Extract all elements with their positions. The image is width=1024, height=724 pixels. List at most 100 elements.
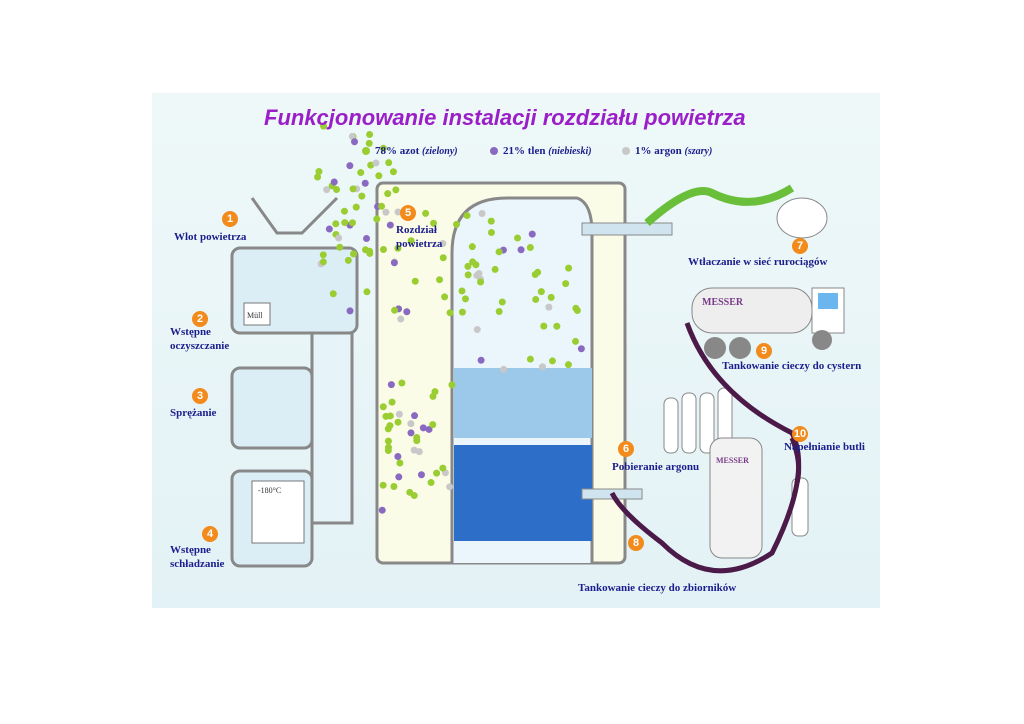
gas-molecule bbox=[320, 122, 328, 130]
gas-molecule bbox=[350, 250, 358, 258]
gas-molecule bbox=[332, 220, 340, 228]
gas-molecule bbox=[398, 379, 406, 387]
gas-molecule bbox=[475, 269, 483, 277]
gas-molecule bbox=[498, 298, 506, 306]
gas-molecule bbox=[477, 356, 485, 364]
gas-molecule bbox=[346, 162, 354, 170]
gas-molecule bbox=[500, 365, 508, 373]
gas-molecule bbox=[319, 258, 327, 266]
truck-brand: MESSER bbox=[702, 297, 744, 308]
gas-molecule bbox=[384, 190, 392, 198]
gas-molecule bbox=[545, 303, 553, 311]
gas-molecule bbox=[436, 276, 444, 284]
step-badge-2: 2 bbox=[192, 311, 208, 327]
tank-brand: MESSER bbox=[716, 456, 749, 465]
gas-molecule bbox=[446, 483, 454, 491]
gas-molecule bbox=[528, 230, 536, 238]
gas-molecule bbox=[348, 132, 356, 140]
gas-molecule bbox=[325, 225, 333, 233]
gas-molecule bbox=[532, 295, 540, 303]
gas-molecule bbox=[526, 243, 534, 251]
gas-molecule bbox=[538, 363, 546, 371]
gas-molecule bbox=[384, 437, 392, 445]
gas-molecule bbox=[366, 130, 374, 138]
gas-molecule bbox=[468, 243, 476, 251]
gas-molecule bbox=[389, 168, 397, 176]
gas-molecule bbox=[439, 240, 447, 248]
step-label-6: Pobieranie argonu bbox=[612, 461, 700, 473]
step-badge-1: 1 bbox=[222, 211, 238, 227]
gas-molecule bbox=[547, 293, 555, 301]
gas-molecule bbox=[514, 234, 522, 242]
gas-molecule bbox=[323, 186, 331, 194]
storage-tank bbox=[709, 437, 763, 559]
gas-molecule bbox=[348, 219, 356, 227]
gas-molecule bbox=[340, 207, 348, 215]
step-badge-3: 3 bbox=[192, 388, 208, 404]
gas-molecule bbox=[473, 326, 481, 334]
gas-molecule bbox=[448, 381, 456, 389]
gas-molecule bbox=[487, 217, 495, 225]
gas-molecule bbox=[565, 264, 573, 272]
compressor-chamber bbox=[230, 366, 314, 450]
gas-molecule bbox=[388, 398, 396, 406]
gas-molecule bbox=[394, 418, 402, 426]
step-label-1: Wlot powietrza bbox=[174, 231, 247, 243]
gas-molecule bbox=[373, 215, 381, 223]
step-badge-4: 4 bbox=[202, 526, 218, 542]
legend-note: (niebieski) bbox=[548, 146, 592, 157]
gas-molecule bbox=[372, 159, 380, 167]
gas-molecule bbox=[458, 308, 466, 316]
step-badge-7: 7 bbox=[792, 238, 808, 254]
step-badge-6: 6 bbox=[618, 441, 634, 457]
gas-molecule bbox=[469, 258, 477, 266]
gas-molecule bbox=[363, 235, 371, 243]
legend-argon: 1% argon (szary) bbox=[622, 145, 712, 157]
gas-molecule bbox=[379, 245, 387, 253]
gas-molecule bbox=[463, 212, 471, 220]
gas-molecule bbox=[379, 481, 387, 489]
gas-molecule bbox=[391, 306, 399, 314]
tanker-truck bbox=[691, 287, 813, 334]
gas-molecule bbox=[441, 293, 449, 301]
gas-molecule bbox=[394, 208, 402, 216]
gas-molecule bbox=[495, 307, 503, 315]
gas-molecule bbox=[407, 237, 415, 245]
gas-molecule bbox=[403, 308, 411, 316]
gas-molecule bbox=[319, 251, 327, 259]
gas-molecule bbox=[346, 307, 354, 315]
legend-text: 1% argon bbox=[635, 145, 682, 157]
legend-nitrogen: 78% azot (zielony) bbox=[362, 145, 458, 157]
gas-molecule bbox=[361, 179, 369, 187]
step-label-7: Wtłaczanie w sieć rurociągów bbox=[688, 256, 828, 268]
page-title: Funkcjonowanie instalacji rozdziału powi… bbox=[264, 105, 746, 130]
gas-molecule bbox=[407, 420, 415, 428]
gas-molecule bbox=[540, 322, 548, 330]
step-label-3: Sprężanie bbox=[170, 407, 217, 419]
gas-molecule bbox=[413, 437, 421, 445]
fridge-temp: -180°C bbox=[258, 486, 281, 495]
gas-molecule bbox=[491, 265, 499, 273]
gas-molecule bbox=[458, 287, 466, 295]
fridge bbox=[251, 480, 305, 544]
gas-molecule bbox=[396, 459, 404, 467]
gas-molecule bbox=[395, 473, 403, 481]
gas-molecule bbox=[390, 482, 398, 490]
gas-molecule bbox=[534, 268, 542, 276]
gas-molecule bbox=[394, 244, 402, 252]
gas-molecule bbox=[433, 469, 441, 477]
step-label-9: Tankowanie cieczy do cystern bbox=[722, 360, 862, 372]
gas-molecule bbox=[341, 219, 349, 227]
gas-molecule bbox=[477, 278, 485, 286]
gas-molecule bbox=[395, 410, 403, 418]
gas-molecule bbox=[572, 304, 580, 312]
legend-note: (szary) bbox=[684, 146, 713, 157]
trash-bin bbox=[243, 302, 271, 326]
argon-dot-icon bbox=[622, 147, 630, 156]
gas-molecule bbox=[385, 159, 393, 167]
gas-molecule bbox=[351, 138, 359, 146]
gas-molecule bbox=[431, 388, 439, 396]
gas-molecule bbox=[386, 221, 394, 229]
poster: -180°C Müll MESSER MESSER Funkcjonowanie… bbox=[152, 93, 880, 608]
gas-molecule bbox=[379, 144, 387, 152]
